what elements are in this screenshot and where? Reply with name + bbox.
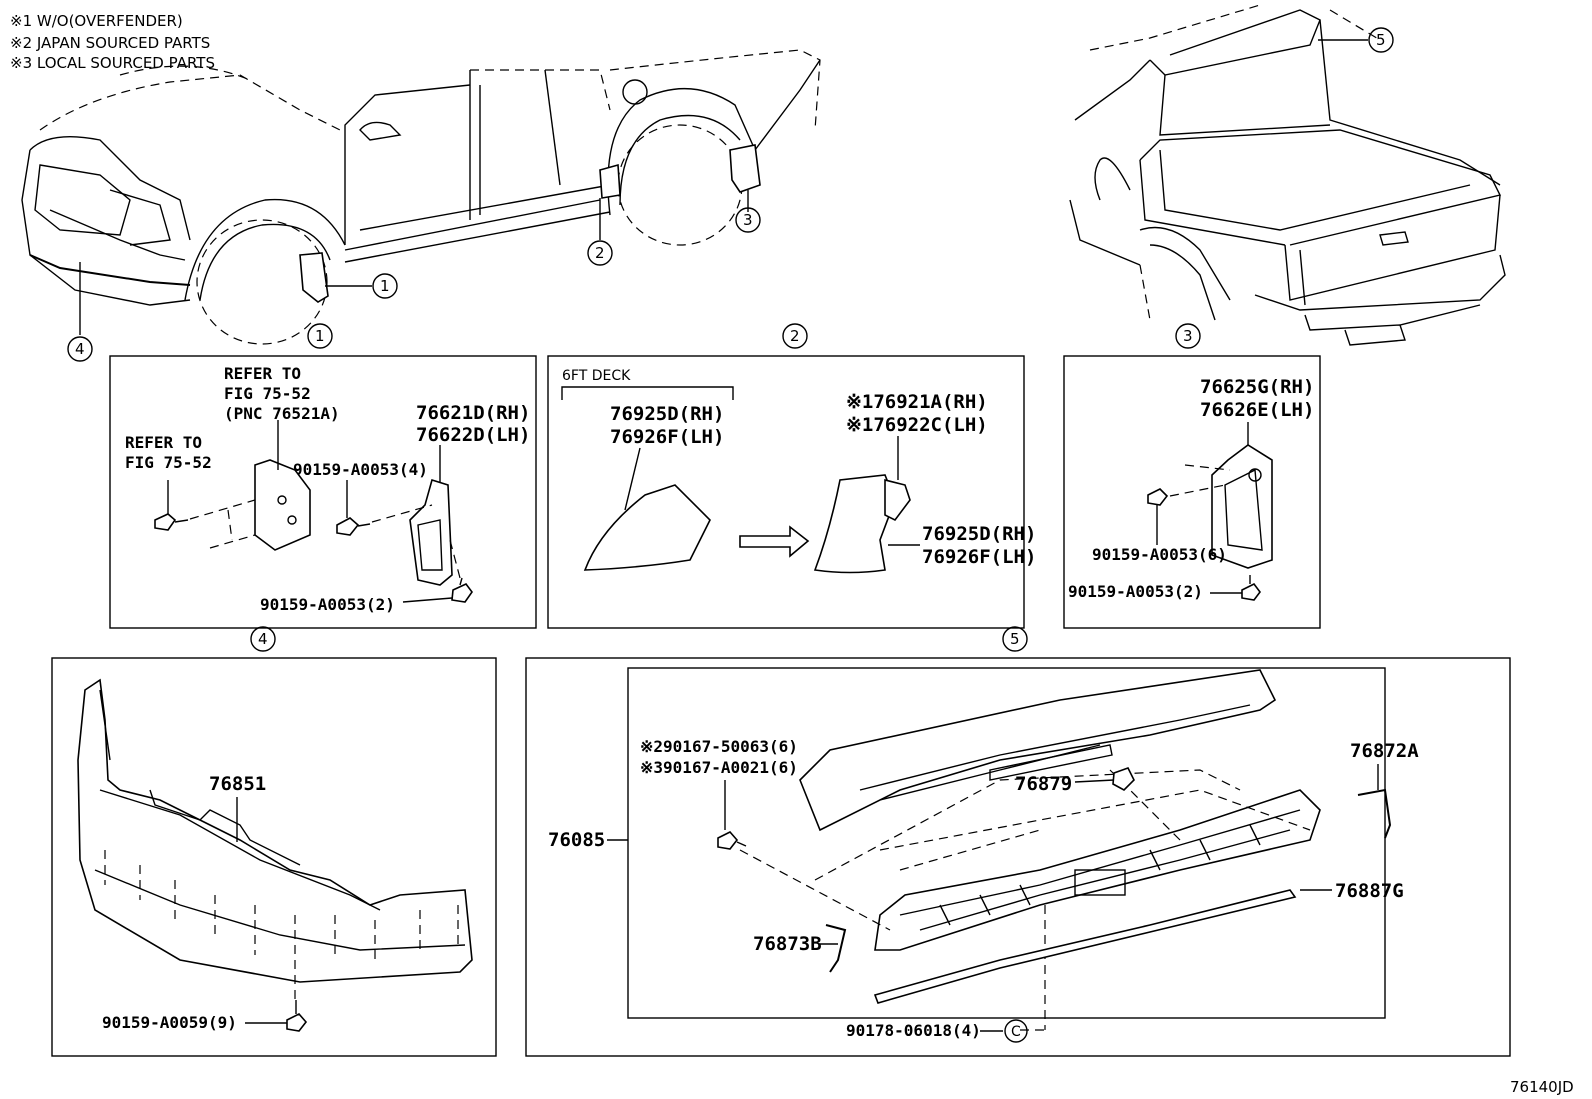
p2-part-rh-b: 76925D(RH) [922,523,1036,545]
notes: ※1 W/O(OVERFENDER) ※2 JAPAN SOURCED PART… [10,12,215,72]
p5-clip: 76879 [1015,773,1072,795]
rear-spoiler-cover [799,669,1277,832]
view-callouts: 1 2 3 4 5 1 2 3 4 5 [67,27,1394,652]
p1-bolt-2: 90159-A0053(2) [260,595,395,614]
p2-part-rh: 76925D(RH) [610,403,724,425]
p4-spoiler: 76851 [209,773,266,795]
panel2-callout: 2 [790,327,800,345]
p3-flap-rh: 76625G(RH) [1200,376,1314,398]
p1-refer-b-2: FIG 75-52 [125,453,212,472]
p2-deck: 6FT DECK [562,368,631,384]
clip-c-symbol-icon [1004,1019,1028,1043]
bolt-icon [154,513,189,531]
arrow-icon [739,525,810,558]
fender-liner [813,474,896,574]
p3-bolt-6: 90159-A0053(6) [1092,545,1227,564]
p5-screw-local: ※390167-A0021(6) [640,758,798,777]
p1-refer-a-2: FIG 75-52 [224,384,311,403]
p1-refer-a-3: (PNC 76521A) [224,404,340,423]
panel-1-front-mudguard: REFER TO FIG 75-52 (PNC 76521A) REFER TO… [109,355,537,629]
p2-ovf-lh: ※176922C(LH) [846,414,988,436]
p3-bolt-2: 90159-A0053(2) [1068,582,1203,601]
figure-id: 76140JD [1510,1078,1574,1096]
bolt-icon [336,517,371,536]
callout-2: 2 [595,244,605,262]
p5-seal: 76887G [1335,880,1404,902]
p1-bolt-4: 90159-A0053(4) [293,460,428,479]
liner-bracket [254,459,311,551]
callout-3: 3 [743,211,753,229]
weather-seal [873,889,1297,1004]
callout-5: 5 [1376,31,1386,49]
panel-4-front-spoiler: 76851 90159-A0059(9) [51,657,497,1057]
p5-screw-jp: ※290167-50063(6) [640,737,798,756]
p1-flap-lh: 76622D(LH) [416,424,530,446]
front-spoiler-part [77,678,473,983]
p5-clip-c-symbol: C [1011,1024,1021,1040]
bolt-icon [1241,575,1261,601]
p5-assy: 76085 [548,829,605,851]
p1-flap-rh: 76621D(RH) [416,402,530,424]
p2-ovf-rh: ※176921A(RH) [846,391,988,413]
p5-bracket: 76872A [1350,740,1419,762]
p2-part-lh: 76926F(LH) [610,426,724,448]
callout-1: 1 [380,277,390,295]
p4-bolt-9: 90159-A0059(9) [102,1013,237,1032]
front-mudflap [299,252,329,303]
bolt-icon [451,577,473,603]
p3-flap-lh: 76626E(LH) [1200,399,1314,421]
p2-part-lh-b: 76926F(LH) [922,546,1036,568]
panel3-callout: 3 [1183,327,1193,345]
p5-bracket-b: 76873B [753,933,822,955]
note-1: ※1 W/O(OVERFENDER) [10,12,183,30]
truck-rear-view [1069,4,1506,346]
note-3: ※3 LOCAL SOURCED PARTS [10,54,215,72]
panel4-callout: 4 [258,630,268,648]
p5-clip-c: 90178-06018(4) [846,1021,981,1040]
panel1-callout: 1 [315,327,325,345]
splash-guard [583,484,711,571]
panel-5-rear-spoiler: 76085 ※290167-50063(6) ※390167-A0021(6) … [525,657,1511,1057]
front-mudflap-part [409,478,453,586]
note-2: ※2 JAPAN SOURCED PARTS [10,34,210,52]
panel-2-rear-guard: 6FT DECK 76925D(RH) 76926F(LH) ※176921A(… [547,355,1036,629]
bolt-icon [286,1000,308,1032]
p1-refer-a-1: REFER TO [224,364,301,383]
clip-icon [1112,767,1135,791]
panel5-callout: 5 [1010,630,1020,648]
panel-3-rear-mudguard: 76625G(RH) 76626E(LH) 90159-A0053(6) 901… [1063,355,1321,629]
screw-icon [717,831,747,850]
bolt-icon [1147,488,1169,506]
callout-4: 4 [75,340,85,358]
p1-refer-b-1: REFER TO [125,433,202,452]
truck-side-view [21,49,821,345]
